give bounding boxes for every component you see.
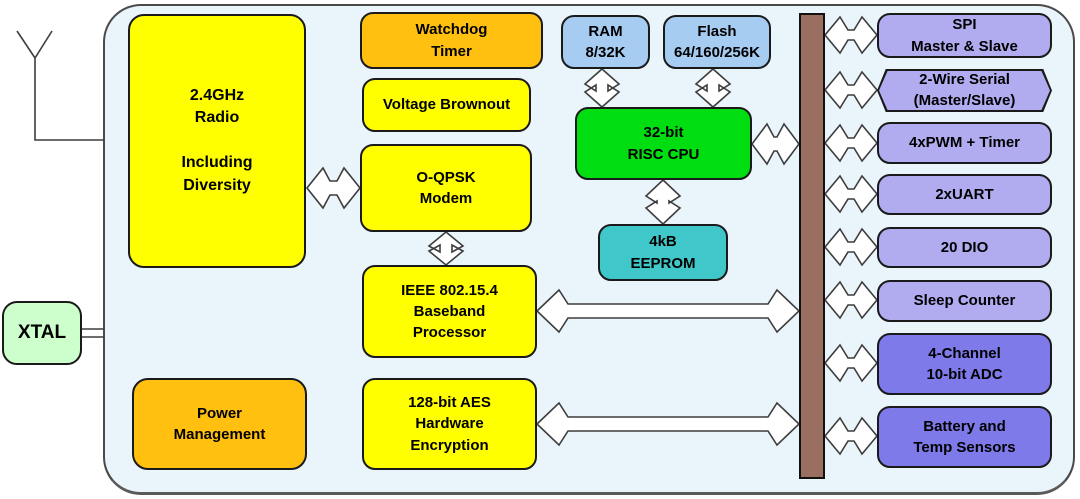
block-pwm-timer: 4xPWM + Timer [877, 122, 1052, 164]
bidirectional-arrow [823, 123, 879, 163]
bidirectional-arrow [305, 166, 362, 210]
block-baseband-processor: IEEE 802.15.4 Baseband Processor [362, 265, 537, 358]
modem-label: Modem [419, 190, 473, 207]
bidirectional-arrow [694, 67, 732, 109]
bidirectional-arrow [644, 178, 682, 226]
block-flash: Flash 64/160/256K [663, 15, 771, 69]
power-label: Power [196, 404, 242, 422]
radio-label: Including [181, 154, 253, 171]
spi-label: SPI [952, 16, 977, 34]
baseband-label: IEEE 802.15.4 [401, 281, 498, 299]
block-eeprom: 4kB EEPROM [598, 224, 728, 281]
twowire-label: 2-Wire Serial [919, 70, 1010, 88]
bidirectional-arrow [823, 343, 879, 383]
block-radio: 2.4GHz Radio Including Diversity [128, 14, 306, 268]
bidirectional-arrow [823, 70, 879, 110]
block-watchdog-timer: Watchdog Timer [360, 12, 543, 69]
adc-label: 4-Channel [928, 344, 1001, 362]
antenna-icon [16, 30, 104, 141]
uart-label: 2xUART [935, 185, 994, 203]
block-sleep-counter: Sleep Counter [877, 280, 1052, 322]
flash-label: 64/160/256K [674, 44, 760, 61]
two-wire-serial-body: 2-Wire Serial (Master/Slave) [879, 71, 1050, 110]
bidirectional-arrow [583, 67, 621, 109]
block-oqpsk-modem: O-QPSK Modem [360, 144, 532, 232]
cpu-label: 32-bit [643, 124, 684, 142]
bidirectional-arrow [427, 230, 465, 267]
aes-label: Encryption [410, 436, 489, 454]
block-power-management: Power Management [132, 378, 307, 470]
block-dio: 20 DIO [877, 227, 1052, 268]
adc-label: 10-bit ADC [926, 366, 1003, 383]
system-bus [799, 13, 825, 479]
block-adc: 4-Channel 10-bit ADC [877, 333, 1052, 395]
spi-label: Master & Slave [911, 37, 1018, 55]
block-aes-encryption: 128-bit AES Hardware Encryption [362, 378, 537, 470]
eeprom-label: 4kB [649, 233, 677, 251]
xtal-label: XTAL [17, 321, 67, 343]
battery-label: Temp Sensors [913, 439, 1016, 456]
eeprom-label: EEPROM [630, 254, 696, 272]
bidirectional-arrow [535, 401, 801, 447]
bidirectional-arrow [823, 174, 879, 214]
bidirectional-arrow [823, 416, 879, 456]
block-two-wire-serial: 2-Wire Serial (Master/Slave) [877, 69, 1052, 112]
flash-label: Flash [697, 22, 737, 40]
voltage-label: Voltage Brownout [382, 96, 511, 114]
xtal-connection-lines [82, 328, 104, 338]
radio-label: Diversity [183, 176, 251, 194]
block-ram: RAM 8/32K [561, 15, 650, 69]
cpu-label: RISC CPU [627, 145, 700, 163]
bidirectional-arrow [823, 227, 879, 267]
sleep-label: Sleep Counter [913, 292, 1016, 310]
twowire-label: (Master/Slave) [913, 91, 1016, 109]
bidirectional-arrow [535, 288, 801, 334]
bidirectional-arrow [823, 15, 879, 55]
radio-label: Radio [194, 109, 240, 127]
aes-label: 128-bit AES [408, 394, 491, 412]
pwm-label: 4xPWM + Timer [908, 134, 1020, 152]
baseband-label: Processor [412, 324, 487, 342]
battery-label: Battery and [923, 417, 1006, 435]
block-voltage-brownout: Voltage Brownout [362, 78, 531, 132]
radio-label: 2.4GHz [189, 86, 245, 104]
modem-label: O-QPSK [416, 168, 476, 186]
block-xtal: XTAL [2, 301, 82, 365]
ram-label: 8/32K [585, 44, 626, 61]
block-battery-temp-sensors: Battery and Temp Sensors [877, 406, 1052, 468]
watchdog-label: Timer [431, 42, 472, 60]
ram-label: RAM [588, 22, 623, 40]
baseband-label: Baseband [413, 302, 486, 320]
power-label: Management [173, 426, 266, 443]
bidirectional-arrow [823, 280, 879, 320]
bidirectional-arrow [751, 122, 800, 166]
watchdog-label: Watchdog [415, 21, 488, 39]
block-risc-cpu: 32-bit RISC CPU [575, 107, 752, 180]
block-uart: 2xUART [877, 174, 1052, 215]
dio-label: 20 DIO [940, 238, 989, 256]
block-spi: SPI Master & Slave [877, 13, 1052, 58]
aes-label: Hardware [415, 415, 484, 433]
